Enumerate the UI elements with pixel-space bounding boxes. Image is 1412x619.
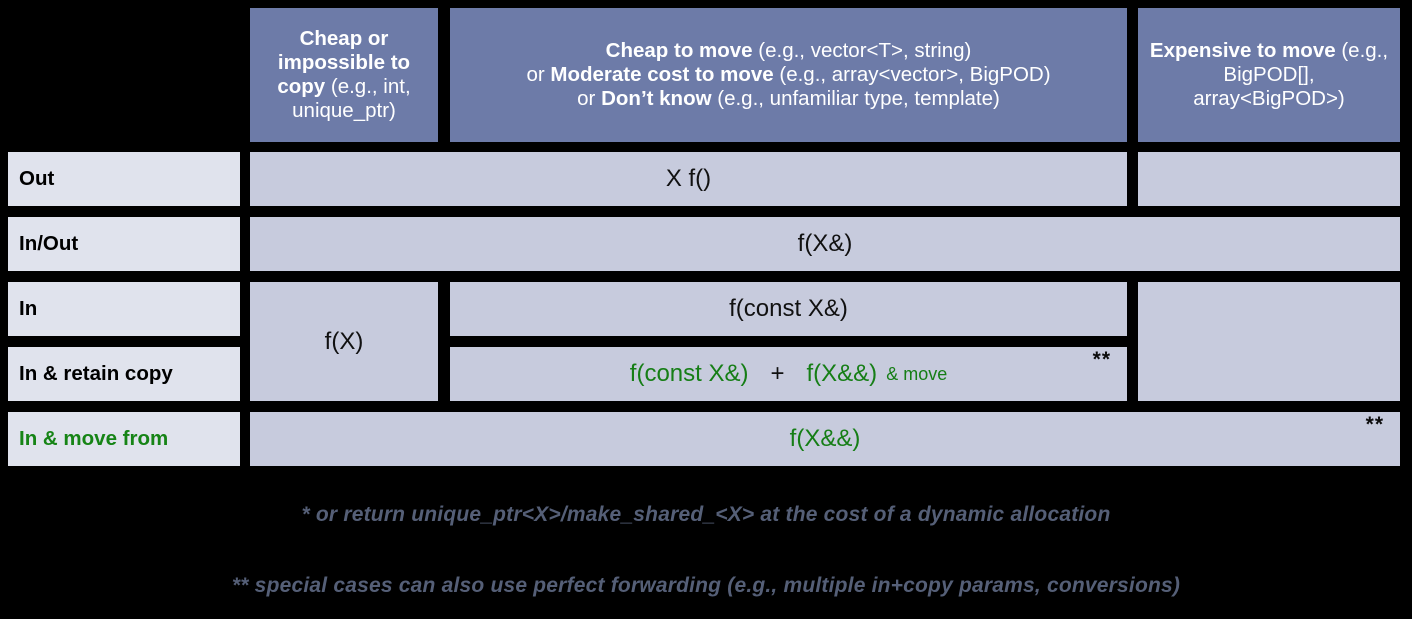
- header-strong-dont-know: Don’t know: [601, 86, 712, 110]
- header-strong-cheap-to-move: Cheap to move: [605, 39, 753, 63]
- footnote-marker-move-from: **: [1365, 413, 1384, 436]
- row-label-in: In: [8, 282, 240, 336]
- column-header-expensive-to-move: Expensive to move (e.g., BigPOD[], array…: [1138, 8, 1400, 142]
- row-label-text: Out: [19, 167, 55, 191]
- code-signature: f(X): [324, 327, 364, 355]
- code-signature-const-ref: f(const X&): [629, 360, 749, 388]
- code-signature: X f(): [665, 165, 712, 193]
- header-strong-moderate-cost: Moderate cost to move: [550, 63, 774, 87]
- footnote-double-asterisk: ** special cases can also use perfect fo…: [231, 574, 1181, 597]
- header-example-dont-know: (e.g., unfamiliar type, template): [711, 86, 1000, 110]
- code-signature: f(X&): [797, 230, 853, 258]
- row-label-in-out: In/Out: [8, 217, 240, 271]
- header-example-text: (e.g., int, unique_ptr): [292, 75, 411, 122]
- header-example-expensive-to-move: (e.g., BigPOD[], array<BigPOD>): [1193, 39, 1389, 110]
- cell-in-cheap-copy-signature: f(X): [250, 282, 438, 401]
- header-example-moderate-cost: (e.g., array<vector>, BigPOD): [773, 63, 1051, 87]
- cell-in-retain-copy-signature: f(const X&) + f(X&&) & move **: [450, 347, 1127, 401]
- footnote-single-asterisk: * or return unique_ptr<X>/make_shared_<X…: [301, 503, 1111, 526]
- cell-in-out-signature: [250, 217, 1400, 271]
- cell-in-signature: f(const X&): [450, 282, 1127, 336]
- cell-in-out-signature-text: f(X&): [250, 217, 1400, 271]
- code-signature-rvalue-ref: f(X&&): [806, 360, 878, 388]
- code-signature: f(X&&): [789, 425, 861, 453]
- row-label-out: Out: [8, 152, 240, 206]
- header-strong-expensive-to-move: Expensive to move: [1149, 39, 1336, 63]
- header-prefix-or-1: or: [526, 63, 551, 87]
- header-strong-text: Cheap or impossible to copy: [277, 27, 411, 98]
- header-prefix-or-2: or: [577, 86, 602, 110]
- row-label-text: In & move from: [19, 427, 169, 451]
- row-label-text: In: [19, 297, 38, 321]
- header-line-cheap-to-move: Cheap to move (e.g., vector<T>, string): [526, 39, 1050, 63]
- cell-expensive-blank-in-rows: [1138, 282, 1400, 401]
- row-label-text: In/Out: [19, 232, 79, 256]
- header-example-cheap-to-move: (e.g., vector<T>, string): [752, 39, 972, 63]
- header-line-moderate-cost: or Moderate cost to move (e.g., array<ve…: [526, 63, 1050, 87]
- row-label-in-retain-copy: In & retain copy: [8, 347, 240, 401]
- row-label-text: In & retain copy: [19, 362, 173, 386]
- column-header-cheap-to-move: Cheap to move (e.g., vector<T>, string) …: [450, 8, 1127, 142]
- table-corner-cell: [8, 8, 240, 142]
- column-header-cheap-or-impossible-to-copy: Cheap or impossible to copy (e.g., int, …: [250, 8, 438, 142]
- plus-operator: +: [770, 360, 785, 388]
- footnote-marker-retain-copy: **: [1092, 348, 1111, 371]
- code-signature: f(const X&): [729, 295, 848, 323]
- cell-in-move-from-signature: f(X&&) **: [250, 412, 1400, 466]
- and-move-suffix: & move: [886, 363, 948, 384]
- row-label-in-move-from: In & move from: [8, 412, 240, 466]
- cell-out-expensive-blank: [1138, 152, 1400, 206]
- cell-out-signature: X f(): [250, 152, 1127, 206]
- header-line-dont-know: or Don’t know (e.g., unfamiliar type, te…: [526, 87, 1050, 111]
